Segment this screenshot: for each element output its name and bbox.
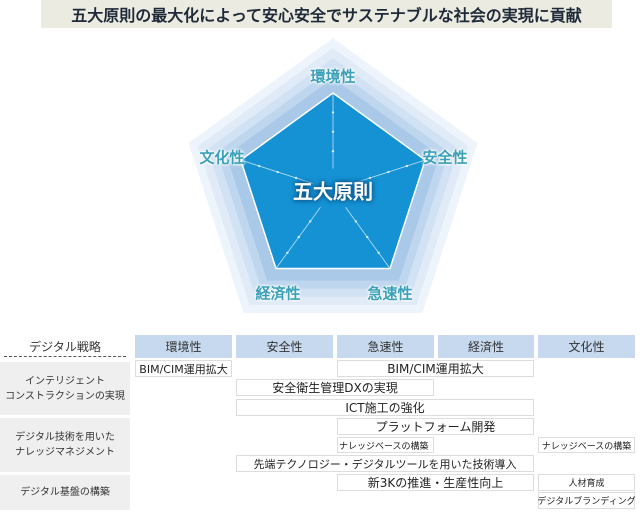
initiative-item: プラットフォーム開発 xyxy=(337,418,534,435)
initiative-item: ナレッジベースの構築 xyxy=(337,437,434,453)
column-header: 急速性 xyxy=(337,335,434,358)
axis-tick xyxy=(286,251,289,254)
column-header: 経済性 xyxy=(438,335,534,358)
inner-pentagon xyxy=(239,92,427,270)
page-title: 五大原則の最大化によって安心安全でサステナブルな社会の実現に貢献 xyxy=(41,0,612,28)
initiative-item: BIM/CIM運用拡大 xyxy=(337,360,534,377)
axis-label-environment: 環境性 xyxy=(310,67,356,86)
center-label: 五大原則 xyxy=(293,179,373,204)
initiative-item: デジタルブランディング xyxy=(537,492,636,509)
group-line: インテリジェント xyxy=(25,375,105,387)
axis-tick xyxy=(308,220,312,223)
axis-tick xyxy=(257,164,261,168)
initiative-item: ナレッジベースの構築 xyxy=(538,437,635,453)
axis-label-culture: 文化性 xyxy=(199,148,245,167)
strategy-label: デジタル戦略 xyxy=(4,337,126,357)
axis-tick xyxy=(354,220,358,223)
column-header: 文化性 xyxy=(538,335,635,358)
axis-tick xyxy=(405,164,409,168)
strategy-group: デジタル基盤の構築 xyxy=(0,475,130,510)
group-line: デジタル技術を用いた xyxy=(15,432,115,443)
axis-tick xyxy=(276,170,279,174)
initiative-item: BIM/CIM運用拡大 xyxy=(135,360,232,377)
axis-tick xyxy=(387,170,390,174)
axis-tick xyxy=(331,150,335,153)
axis-tick xyxy=(297,235,300,239)
initiative-item: 新3Kの推進・生産性向上 xyxy=(337,474,534,491)
axis-label-speed: 急速性 xyxy=(367,284,413,303)
axis-tick xyxy=(331,111,335,114)
initiative-item: 先端テクノロジー・デジタルツールを用いた技術導入 xyxy=(236,455,534,472)
initiative-item: 人材育成 xyxy=(538,474,635,491)
group-line: ナレッジマネジメント xyxy=(15,447,115,458)
axis-label-safety: 安全性 xyxy=(422,148,468,167)
group-line: デジタル基盤の構築 xyxy=(20,487,110,498)
initiative-item: ICT施工の強化 xyxy=(236,399,534,416)
axis-tick xyxy=(377,251,380,254)
axis-tick xyxy=(366,235,369,239)
column-header: 安全性 xyxy=(236,335,333,358)
initiative-item: 安全衛生管理DXの実現 xyxy=(236,379,434,396)
axis-tick xyxy=(294,176,298,180)
five-principles-pentagon xyxy=(188,38,478,313)
axis-tick xyxy=(368,176,372,180)
strategy-group: インテリジェントコンストラクションの実現 xyxy=(0,362,130,415)
strategy-group: デジタル技術を用いたナレッジマネジメント xyxy=(0,418,130,472)
group-line: コンストラクションの実現 xyxy=(5,390,125,402)
axis-tick xyxy=(331,130,335,133)
axis-label-economy: 経済性 xyxy=(255,284,301,303)
column-header: 環境性 xyxy=(135,335,232,358)
